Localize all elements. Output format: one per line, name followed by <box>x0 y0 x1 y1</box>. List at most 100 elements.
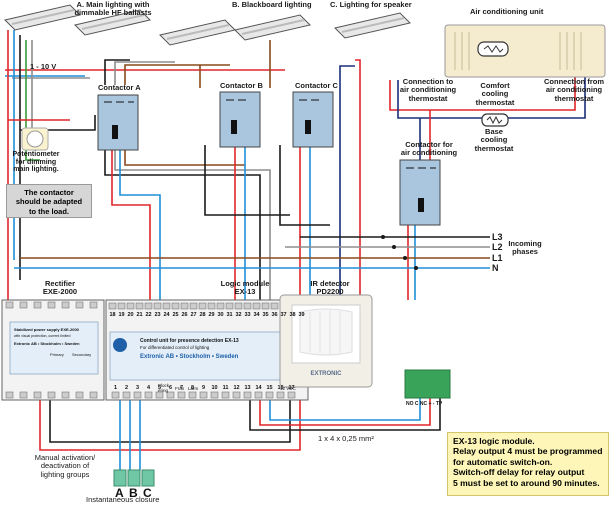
phase-junctions <box>381 235 418 270</box>
rectifier-subtitle: with visual protection, current limited <box>14 334 70 338</box>
terminal-bottom-number: 5 <box>158 385 161 391</box>
terminal-bottom-number: 3 <box>136 385 139 391</box>
label-instant: Instantaneous closure <box>86 495 160 504</box>
label-ir: IR detector PD2200 <box>310 279 350 297</box>
label-potentiometer: Potentiometer for dimming main lighting. <box>12 151 60 174</box>
terminal-top <box>153 302 162 310</box>
terminal-top-number: 36 <box>271 312 277 318</box>
terminal-top <box>252 302 261 310</box>
potentiometer-knob-icon <box>26 130 44 148</box>
terminal-bottom <box>265 391 274 399</box>
label-contactor-ac: Contactor for air conditioning <box>400 140 458 158</box>
terminal-top-number: 31 <box>226 312 232 318</box>
terminal-top-number: 25 <box>172 312 178 318</box>
terminal-bottom <box>166 391 175 399</box>
terminal-bottom <box>243 391 252 399</box>
terminal-top-number: 27 <box>190 312 196 318</box>
terminal-top <box>207 302 216 310</box>
terminal-bottom <box>221 391 230 399</box>
terminal-top-number: 33 <box>244 312 250 318</box>
terminal-top <box>162 302 171 310</box>
info-box: EX-13 logic module. Relay output 4 must … <box>447 432 609 496</box>
terminal-bottom-number: 6 <box>169 385 172 391</box>
terminal-bottom <box>199 391 208 399</box>
wire-a-in3 <box>124 150 245 166</box>
info-line-4: Switch-off delay for relay output <box>453 467 585 478</box>
terminal-bottom <box>111 391 120 399</box>
terminal-top-number: 38 <box>289 312 295 318</box>
terminal-top <box>225 302 234 310</box>
terminal-top-number: 37 <box>280 312 286 318</box>
light-fixture-b <box>234 14 311 41</box>
label-incoming: Incoming phases <box>508 239 542 257</box>
rectifier-secondary: Secondary <box>72 352 91 357</box>
ac-unit <box>444 24 606 78</box>
wire-a-in2 <box>114 150 271 300</box>
terminal-top <box>270 302 279 310</box>
terminal-top <box>108 302 117 310</box>
wire-c-black <box>279 145 330 226</box>
terminal-bottom <box>144 391 153 399</box>
wire-ac-navy-left <box>339 65 355 300</box>
terminal-bottom-number: 7 <box>180 385 183 391</box>
ir-terminal-block <box>404 369 451 399</box>
label-blackboard: B. Blackboard lighting <box>232 0 312 9</box>
terminal-top-number: 29 <box>208 312 214 318</box>
push-button-b[interactable] <box>127 469 141 487</box>
label-conn-from: Connection from air conditioning thermos… <box>544 77 604 103</box>
terminal-top-number: 32 <box>235 312 241 318</box>
terminal-top-number: 34 <box>253 312 260 318</box>
label-main-lighting: A. Main lighting with dimmable HF ballas… <box>74 0 152 18</box>
label-ac-unit: Air conditioning unit <box>470 7 544 16</box>
logic-block: Block <box>158 383 170 388</box>
comfort-thermostat-icon <box>477 41 509 57</box>
ir-detector <box>279 294 451 399</box>
label-comfort: Comfort cooling thermostat <box>475 81 515 107</box>
label-cable: 1 x 4 x 0,25 mm² <box>318 434 374 443</box>
wire-ac-red-left <box>355 59 361 300</box>
wire-a-coil-blue <box>119 150 161 300</box>
terminal-top-number: 24 <box>163 312 170 318</box>
push-buttons <box>113 469 155 487</box>
terminal-bottom-number: 11 <box>223 385 229 391</box>
terminal-bottom-number: 1 <box>114 385 117 391</box>
info-line-1: EX-13 logic module. <box>453 436 535 446</box>
push-button-c[interactable] <box>141 469 155 487</box>
terminal-bottom <box>210 391 219 399</box>
terminal-bottom <box>232 391 241 399</box>
wire-ac-red-right <box>389 65 576 111</box>
wires <box>5 30 586 470</box>
terminal-top-number: 22 <box>145 312 151 318</box>
label-btn-b: B <box>129 486 138 500</box>
terminal-top <box>234 302 243 310</box>
light-fixture-a2 <box>74 9 151 36</box>
wire-b-black <box>204 145 290 216</box>
terminal-top <box>189 302 198 310</box>
light-fixture-a1 <box>4 4 81 31</box>
logic-maker: Extronic AB • Stockholm • Sweden <box>140 354 239 360</box>
logic-module <box>105 299 309 401</box>
wire-ir-red <box>259 398 431 426</box>
info-line-2: Relay output 4 must be programmed <box>453 446 603 457</box>
terminal-top <box>171 302 180 310</box>
push-button-a[interactable] <box>113 469 127 487</box>
label-voltage: 1 - 10 V <box>30 62 57 71</box>
wire-ir-black <box>249 398 441 431</box>
base-thermostat <box>481 113 509 127</box>
terminal-bottom-number: 4 <box>147 385 151 391</box>
logic-subtitle: For differentiated control of lighting <box>140 345 210 350</box>
wire-a-in1 <box>104 150 261 300</box>
label-contactor-c: Contactor C <box>295 81 338 90</box>
terminal-top-number: 39 <box>298 312 304 318</box>
label-l3: L3 <box>492 232 503 242</box>
terminal-top <box>117 302 126 310</box>
contactor-a <box>97 94 139 151</box>
wire-green-pot <box>25 40 40 161</box>
light-fixture-c <box>334 12 411 39</box>
terminal-bottom <box>122 391 131 399</box>
label-manual: Manual activation/ deactivation of light… <box>34 453 96 479</box>
terminal-bottom-number: 16 <box>277 385 283 391</box>
terminal-top <box>126 302 135 310</box>
label-base: Base cooling thermostat <box>474 127 514 153</box>
